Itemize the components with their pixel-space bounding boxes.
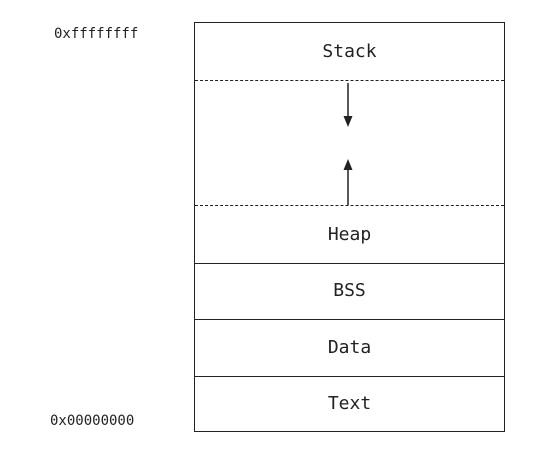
free-space-gap bbox=[195, 80, 504, 205]
segment-stack-label: Stack bbox=[322, 41, 377, 62]
arrow-up-icon bbox=[343, 159, 353, 205]
segment-stack: Stack bbox=[195, 23, 504, 81]
segment-heap-label: Heap bbox=[327, 224, 372, 245]
segment-data-label: Data bbox=[327, 337, 372, 358]
address-bottom-label: 0x00000000 bbox=[50, 413, 135, 429]
arrow-down-icon bbox=[343, 83, 353, 127]
address-top-label: 0xffffffff bbox=[54, 26, 139, 42]
segment-text: Text bbox=[195, 376, 504, 431]
segment-text-label: Text bbox=[327, 393, 372, 414]
segment-bss-label: BSS bbox=[333, 280, 366, 301]
segment-heap: Heap bbox=[195, 205, 504, 264]
segment-bss: BSS bbox=[195, 262, 504, 320]
memory-layout-diagram: Stack Heap BSS Data Text bbox=[194, 22, 505, 432]
segment-data: Data bbox=[195, 319, 504, 377]
